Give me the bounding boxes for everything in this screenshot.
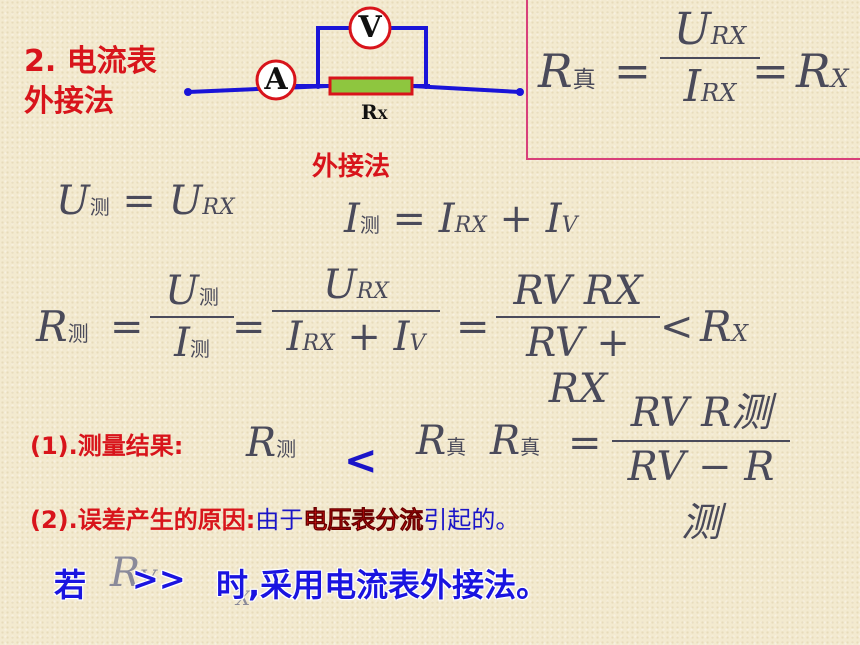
resistor-label-sub: X <box>377 108 388 123</box>
result-2-post: 引起的。 <box>423 506 520 534</box>
result-2-label: (2).误差产生的原因: <box>30 506 256 534</box>
u-measured-formula: U测 = URX <box>56 178 235 224</box>
voltmeter-label: V <box>358 10 382 45</box>
resistor-rx <box>328 76 414 96</box>
r-measured-fraction-2: URX IRX + IV <box>272 262 440 360</box>
section-title-line1: 2. 电流表 <box>24 44 157 79</box>
conclusion-pre: 若 <box>54 566 87 604</box>
junction-right <box>423 83 429 89</box>
resistor-label-main: R <box>361 100 378 124</box>
ammeter-symbol <box>255 59 297 101</box>
result-2-highlight: 电压表分流 <box>303 506 424 535</box>
i-measured-formula: I测 = IRX + IV <box>344 196 578 242</box>
circuit-caption: 外接法 <box>312 152 391 182</box>
voltmeter-branch-right <box>387 26 428 86</box>
r-measured-eq3: = <box>456 304 490 350</box>
section-title-line2: 外接法 <box>24 84 114 119</box>
r-true2-eq: = <box>568 420 602 466</box>
r-measured-fraction-1: U测 I测 <box>150 268 234 366</box>
result-1-lhs: R测 <box>246 420 297 466</box>
r-true-eq2: = <box>752 46 789 97</box>
voltmeter-symbol <box>348 6 392 50</box>
conclusion-post: 时,采用电流表外接法。 <box>216 566 549 604</box>
circuit-diagram <box>184 6 524 101</box>
terminal-left <box>184 88 192 96</box>
result-1-rhs: R真 <box>416 418 467 464</box>
result-1-label: (1).测量结果: <box>30 432 184 460</box>
r-measured-fraction-3: RV RX RV + RX <box>496 268 660 412</box>
conclusion-overlay-rx-sub: X <box>236 586 251 610</box>
result-2-pre: 由于 <box>255 506 304 534</box>
conclusion-mid: >> <box>132 560 186 598</box>
resistor-label: RX <box>361 100 388 124</box>
ammeter-label: A <box>264 62 288 97</box>
true-resistance-box <box>526 0 860 160</box>
junction-left <box>315 83 321 89</box>
r-measured-eq1: = <box>110 304 144 350</box>
r-true-rhs: RX <box>796 44 849 98</box>
voltmeter-branch <box>316 26 353 86</box>
conclusion-overlay-rv: RV <box>110 550 157 596</box>
r-true-fraction: URX IRX <box>660 4 760 112</box>
section-title: 2. 电流表 外接法 <box>24 42 157 122</box>
r-true2-fraction: RV R测 RV − R测 <box>612 380 790 548</box>
r-true2-lhs: R真 <box>490 418 541 464</box>
r-true-eq1: = <box>614 46 651 97</box>
r-measured-lt: < <box>660 304 694 350</box>
terminal-right <box>516 88 524 96</box>
result-2-line: (2).误差产生的原因:由于电压表分流引起的。 <box>30 500 519 535</box>
result-1-operator: < <box>344 438 378 484</box>
r-measured-rhs: RX <box>700 302 749 351</box>
r-measured-eq2: = <box>232 304 266 350</box>
r-true-lhs: R真 <box>538 44 596 98</box>
r-measured-lhs: R测 <box>36 302 89 351</box>
